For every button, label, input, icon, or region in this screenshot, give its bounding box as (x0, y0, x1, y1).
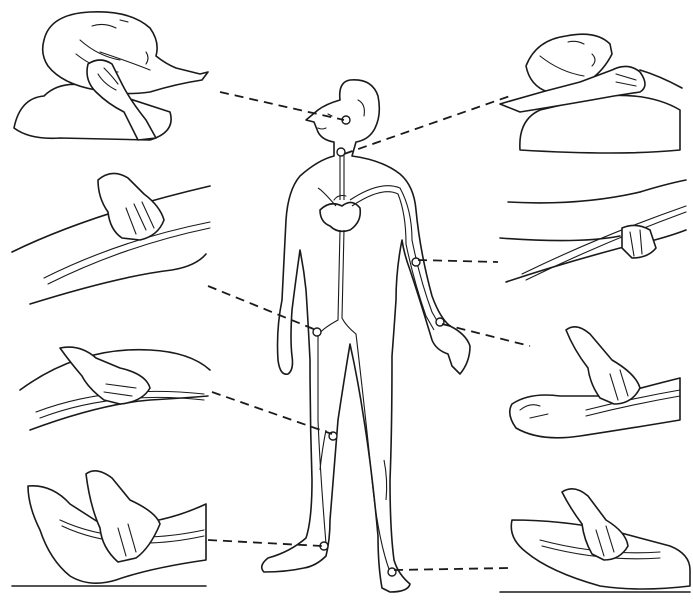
brachial-pulse-illustration (500, 180, 686, 282)
radial-pulse-illustration (510, 327, 680, 438)
femoral-pulse-illustration (12, 173, 210, 304)
femoral-point (313, 328, 321, 336)
carotid-point (337, 148, 345, 156)
human-body-figure (262, 80, 470, 592)
posterior-tibial-pulse-illustration (12, 471, 206, 586)
temporal-pulse-illustration (14, 12, 208, 140)
leader-dorsalis-pedis (394, 568, 510, 570)
leader-femoral (208, 286, 316, 330)
carotid-pulse-illustration (500, 34, 682, 153)
leader-brachial (418, 260, 498, 262)
popliteal-pulse-illustration (20, 347, 210, 430)
dorsalis-pedis-pulse-illustration (500, 489, 690, 592)
